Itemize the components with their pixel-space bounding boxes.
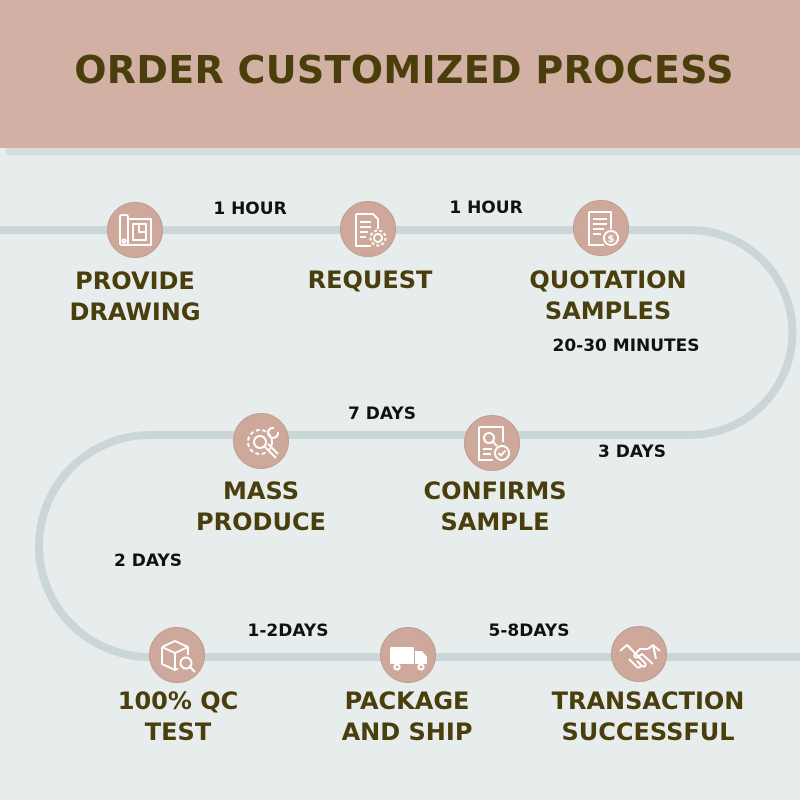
step-3-line1: QUOTATION: [529, 266, 687, 294]
step-4-node: [464, 415, 520, 471]
step-5-label: MASS PRODUCE: [196, 476, 326, 538]
step-6-label: 100% QC TEST: [118, 686, 239, 748]
step-5-line1: MASS: [223, 477, 299, 505]
step-8-node: [611, 626, 667, 682]
step-2-line1: REQUEST: [307, 266, 433, 294]
duration-6: 2 DAYS: [114, 551, 182, 571]
step-6-node: [149, 627, 205, 683]
duration-1: 1 HOUR: [213, 199, 287, 219]
blueprint-icon: [119, 214, 152, 246]
document-gear-icon: [355, 213, 387, 247]
step-6-line2: TEST: [144, 718, 212, 746]
duration-3: 20-30 MINUTES: [552, 336, 700, 356]
invoice-dollar-icon: $: [588, 211, 619, 246]
svg-text:$: $: [608, 234, 615, 245]
step-5-line2: PRODUCE: [196, 508, 326, 536]
step-4-line2: SAMPLE: [440, 508, 550, 536]
document-check-icon: [478, 426, 510, 461]
step-2-node: [340, 201, 396, 257]
step-2-label: REQUEST: [308, 265, 433, 296]
step-1-label: PROVIDE DRAWING: [69, 266, 200, 328]
duration-8: 5-8DAYS: [488, 621, 570, 641]
duration-2: 1 HOUR: [449, 198, 523, 218]
step-6-line1: 100% QC: [117, 687, 239, 715]
step-4-label: CONFIRMS SAMPLE: [423, 476, 566, 538]
duration-4: 3 DAYS: [598, 442, 666, 462]
step-3-line2: SAMPLES: [544, 297, 672, 325]
step-4-line1: CONFIRMS: [423, 477, 567, 505]
step-1-line2: DRAWING: [69, 298, 201, 326]
box-search-icon: [161, 640, 196, 673]
step-7-line2: AND SHIP: [341, 718, 473, 746]
header-banner: [0, 0, 800, 148]
header-shadow: [6, 148, 800, 155]
handshake-icon: [619, 644, 661, 669]
step-1-line1: PROVIDE: [75, 267, 195, 295]
duration-5: 7 DAYS: [348, 404, 416, 424]
step-8-label: TRANSACTION SUCCESSFUL: [552, 686, 745, 748]
step-5-node: [233, 413, 289, 469]
step-8-line1: TRANSACTION: [551, 687, 745, 715]
step-3-label: QUOTATION SAMPLES: [529, 265, 686, 327]
step-1-node: [107, 202, 163, 258]
gear-wrench-icon: [247, 426, 280, 459]
step-8-line2: SUCCESSFUL: [561, 718, 735, 746]
truck-icon: [390, 647, 427, 671]
step-7-label: PACKAGE AND SHIP: [342, 686, 473, 748]
duration-7: 1-2DAYS: [247, 621, 329, 641]
page-title: ORDER CUSTOMIZED PROCESS: [74, 48, 734, 92]
step-7-line1: PACKAGE: [344, 687, 470, 715]
step-7-node: [380, 627, 436, 683]
step-3-node: $: [573, 200, 629, 256]
